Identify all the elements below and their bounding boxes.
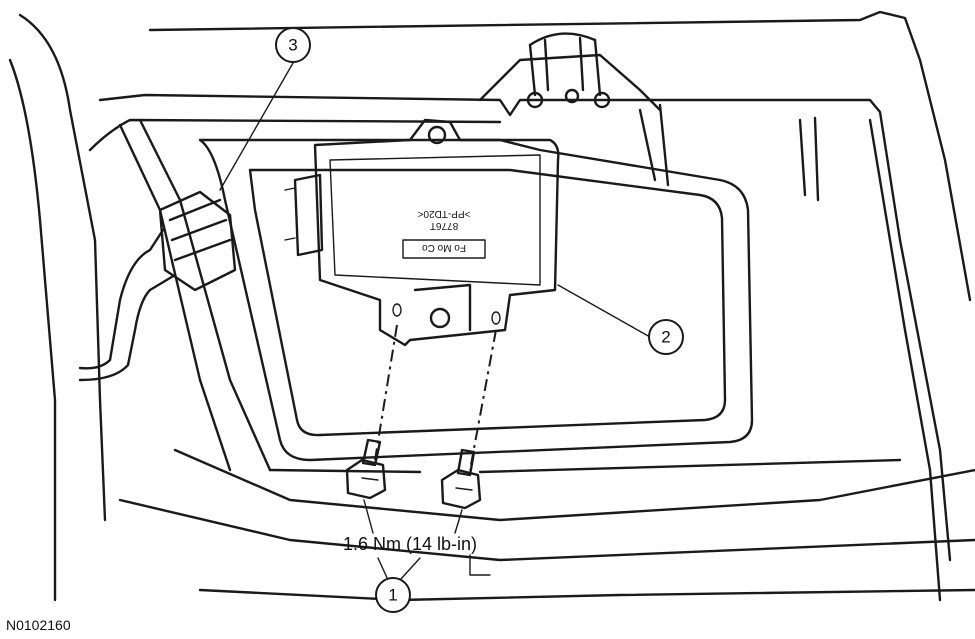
module-label-material: >PP-TD20<: [417, 208, 470, 219]
callout-3-number: 3: [288, 36, 297, 55]
callout-2: 2: [648, 319, 684, 355]
callout-1: 1: [375, 577, 411, 613]
callout-2-number: 2: [661, 328, 670, 347]
leader-lines: [219, 62, 651, 581]
electrical-connector: [78, 190, 237, 382]
module-label-part: 8776T: [430, 220, 458, 231]
module-label: Fo Mo Co 8776T >PP-TD20<: [417, 208, 470, 253]
callout-3: 3: [275, 27, 311, 63]
module-body: [284, 118, 560, 347]
tray-opening: [198, 138, 754, 462]
module-label-maker: Fo Mo Co: [422, 242, 466, 253]
vehicle-panel-outline: [8, 10, 975, 602]
callout-1-number: 1: [388, 586, 397, 605]
bolt-right: [440, 448, 482, 510]
mounting-bracket: [478, 32, 820, 202]
bolts: [345, 324, 497, 510]
bolt-left: [345, 438, 387, 500]
torque-spec: 1.6 Nm (14 lb-in): [343, 534, 477, 554]
figure-id: N0102160: [6, 617, 71, 633]
